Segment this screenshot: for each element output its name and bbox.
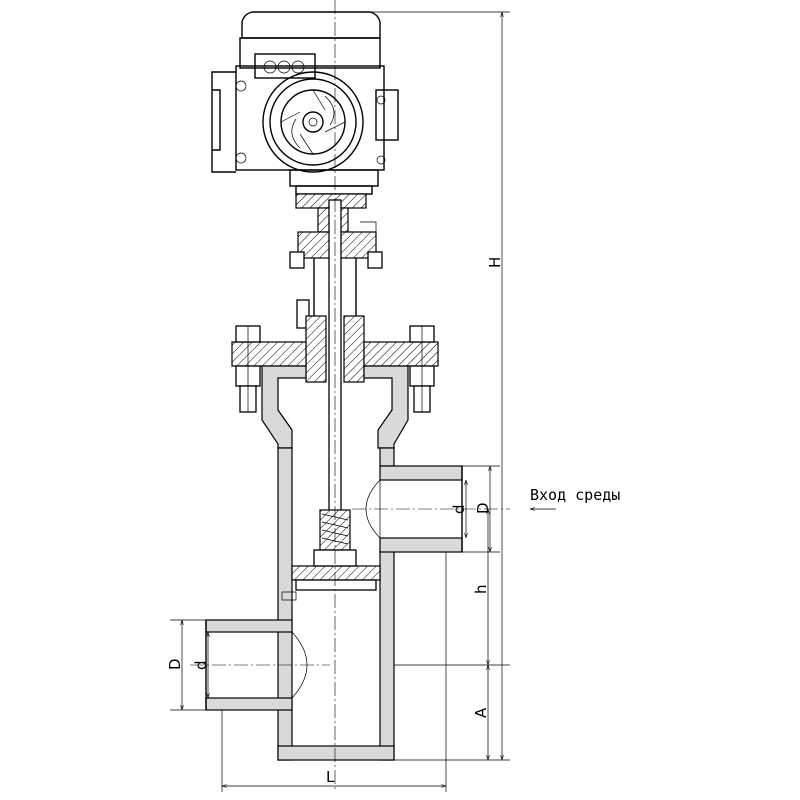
actuator-left-mount xyxy=(211,71,236,173)
inlet-label: Вход среды xyxy=(530,486,620,504)
body-wall-upper-left xyxy=(261,365,307,449)
inlet-wall-bottom xyxy=(379,537,463,553)
dim-A-label: A xyxy=(472,707,490,718)
dim-d-inlet-label: d xyxy=(450,504,468,514)
actuator-right-box xyxy=(375,89,399,141)
dim-h-label: h xyxy=(472,584,490,594)
packing-right xyxy=(343,315,365,383)
actuator-body xyxy=(239,37,381,69)
dim-L-label: L xyxy=(326,768,335,786)
handwheel-ring xyxy=(269,78,357,166)
bonnet-flange xyxy=(231,325,439,413)
body-wall-right xyxy=(379,549,395,761)
handwheel-outer xyxy=(262,71,364,173)
dimension-labels: Вход среды H h A D d D d L xyxy=(166,257,620,786)
yoke-and-stem xyxy=(289,193,383,531)
inlet-wall-top xyxy=(379,465,463,481)
outlet-wall-bottom xyxy=(205,697,293,711)
dim-D-inlet-label: D xyxy=(474,502,492,514)
dim-H-label: H xyxy=(486,257,504,268)
handwheel-hub xyxy=(302,111,324,133)
flange-right xyxy=(363,341,439,367)
dim-d-outlet-label: d xyxy=(192,660,210,670)
electric-actuator xyxy=(211,11,399,195)
valve-body xyxy=(205,365,463,761)
body-wall-upper-right xyxy=(363,365,409,449)
body-bottom xyxy=(277,745,395,761)
terminal-block xyxy=(254,53,316,79)
body-wall-left xyxy=(277,447,293,761)
dimension-lines xyxy=(170,11,556,792)
outlet-wall-top xyxy=(205,619,293,633)
actuator-base xyxy=(289,169,379,187)
packing-left xyxy=(305,315,327,383)
actuator-top-cover xyxy=(241,11,381,39)
flange-left xyxy=(231,341,307,367)
dim-D-outlet-label: D xyxy=(166,658,184,670)
center-lines xyxy=(190,0,510,790)
seat-plate xyxy=(291,565,381,581)
